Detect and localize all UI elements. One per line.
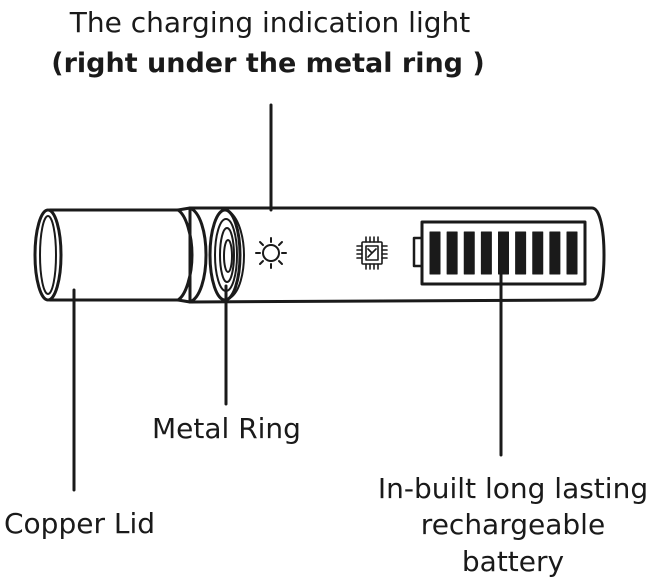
copper-lid xyxy=(33,206,208,304)
metal-ring-label: Metal Ring xyxy=(152,412,301,445)
device-body xyxy=(188,206,606,304)
battery-bar xyxy=(532,231,544,275)
battery-bar xyxy=(429,231,441,275)
battery-bar xyxy=(463,231,475,275)
battery-bar xyxy=(566,231,578,275)
charging-light-title: The charging indication light xyxy=(69,6,471,39)
battery-label-line1: In-built long lasting xyxy=(377,472,649,505)
chip-icon xyxy=(356,236,388,270)
battery-bar xyxy=(549,231,561,275)
battery-bar xyxy=(446,231,458,275)
battery-level-bars xyxy=(429,231,578,275)
battery-label-line2: rechargeable xyxy=(420,508,606,541)
battery-icon xyxy=(412,220,587,286)
battery-bar xyxy=(498,231,509,275)
battery-label-line3: battery xyxy=(461,545,565,578)
sun-icon xyxy=(255,237,287,269)
copper-lid-label: Copper Lid xyxy=(4,507,156,540)
battery-bar xyxy=(480,231,492,275)
charging-light-subtitle: (right under the metal ring ) xyxy=(51,48,485,79)
battery-bar xyxy=(515,231,527,275)
